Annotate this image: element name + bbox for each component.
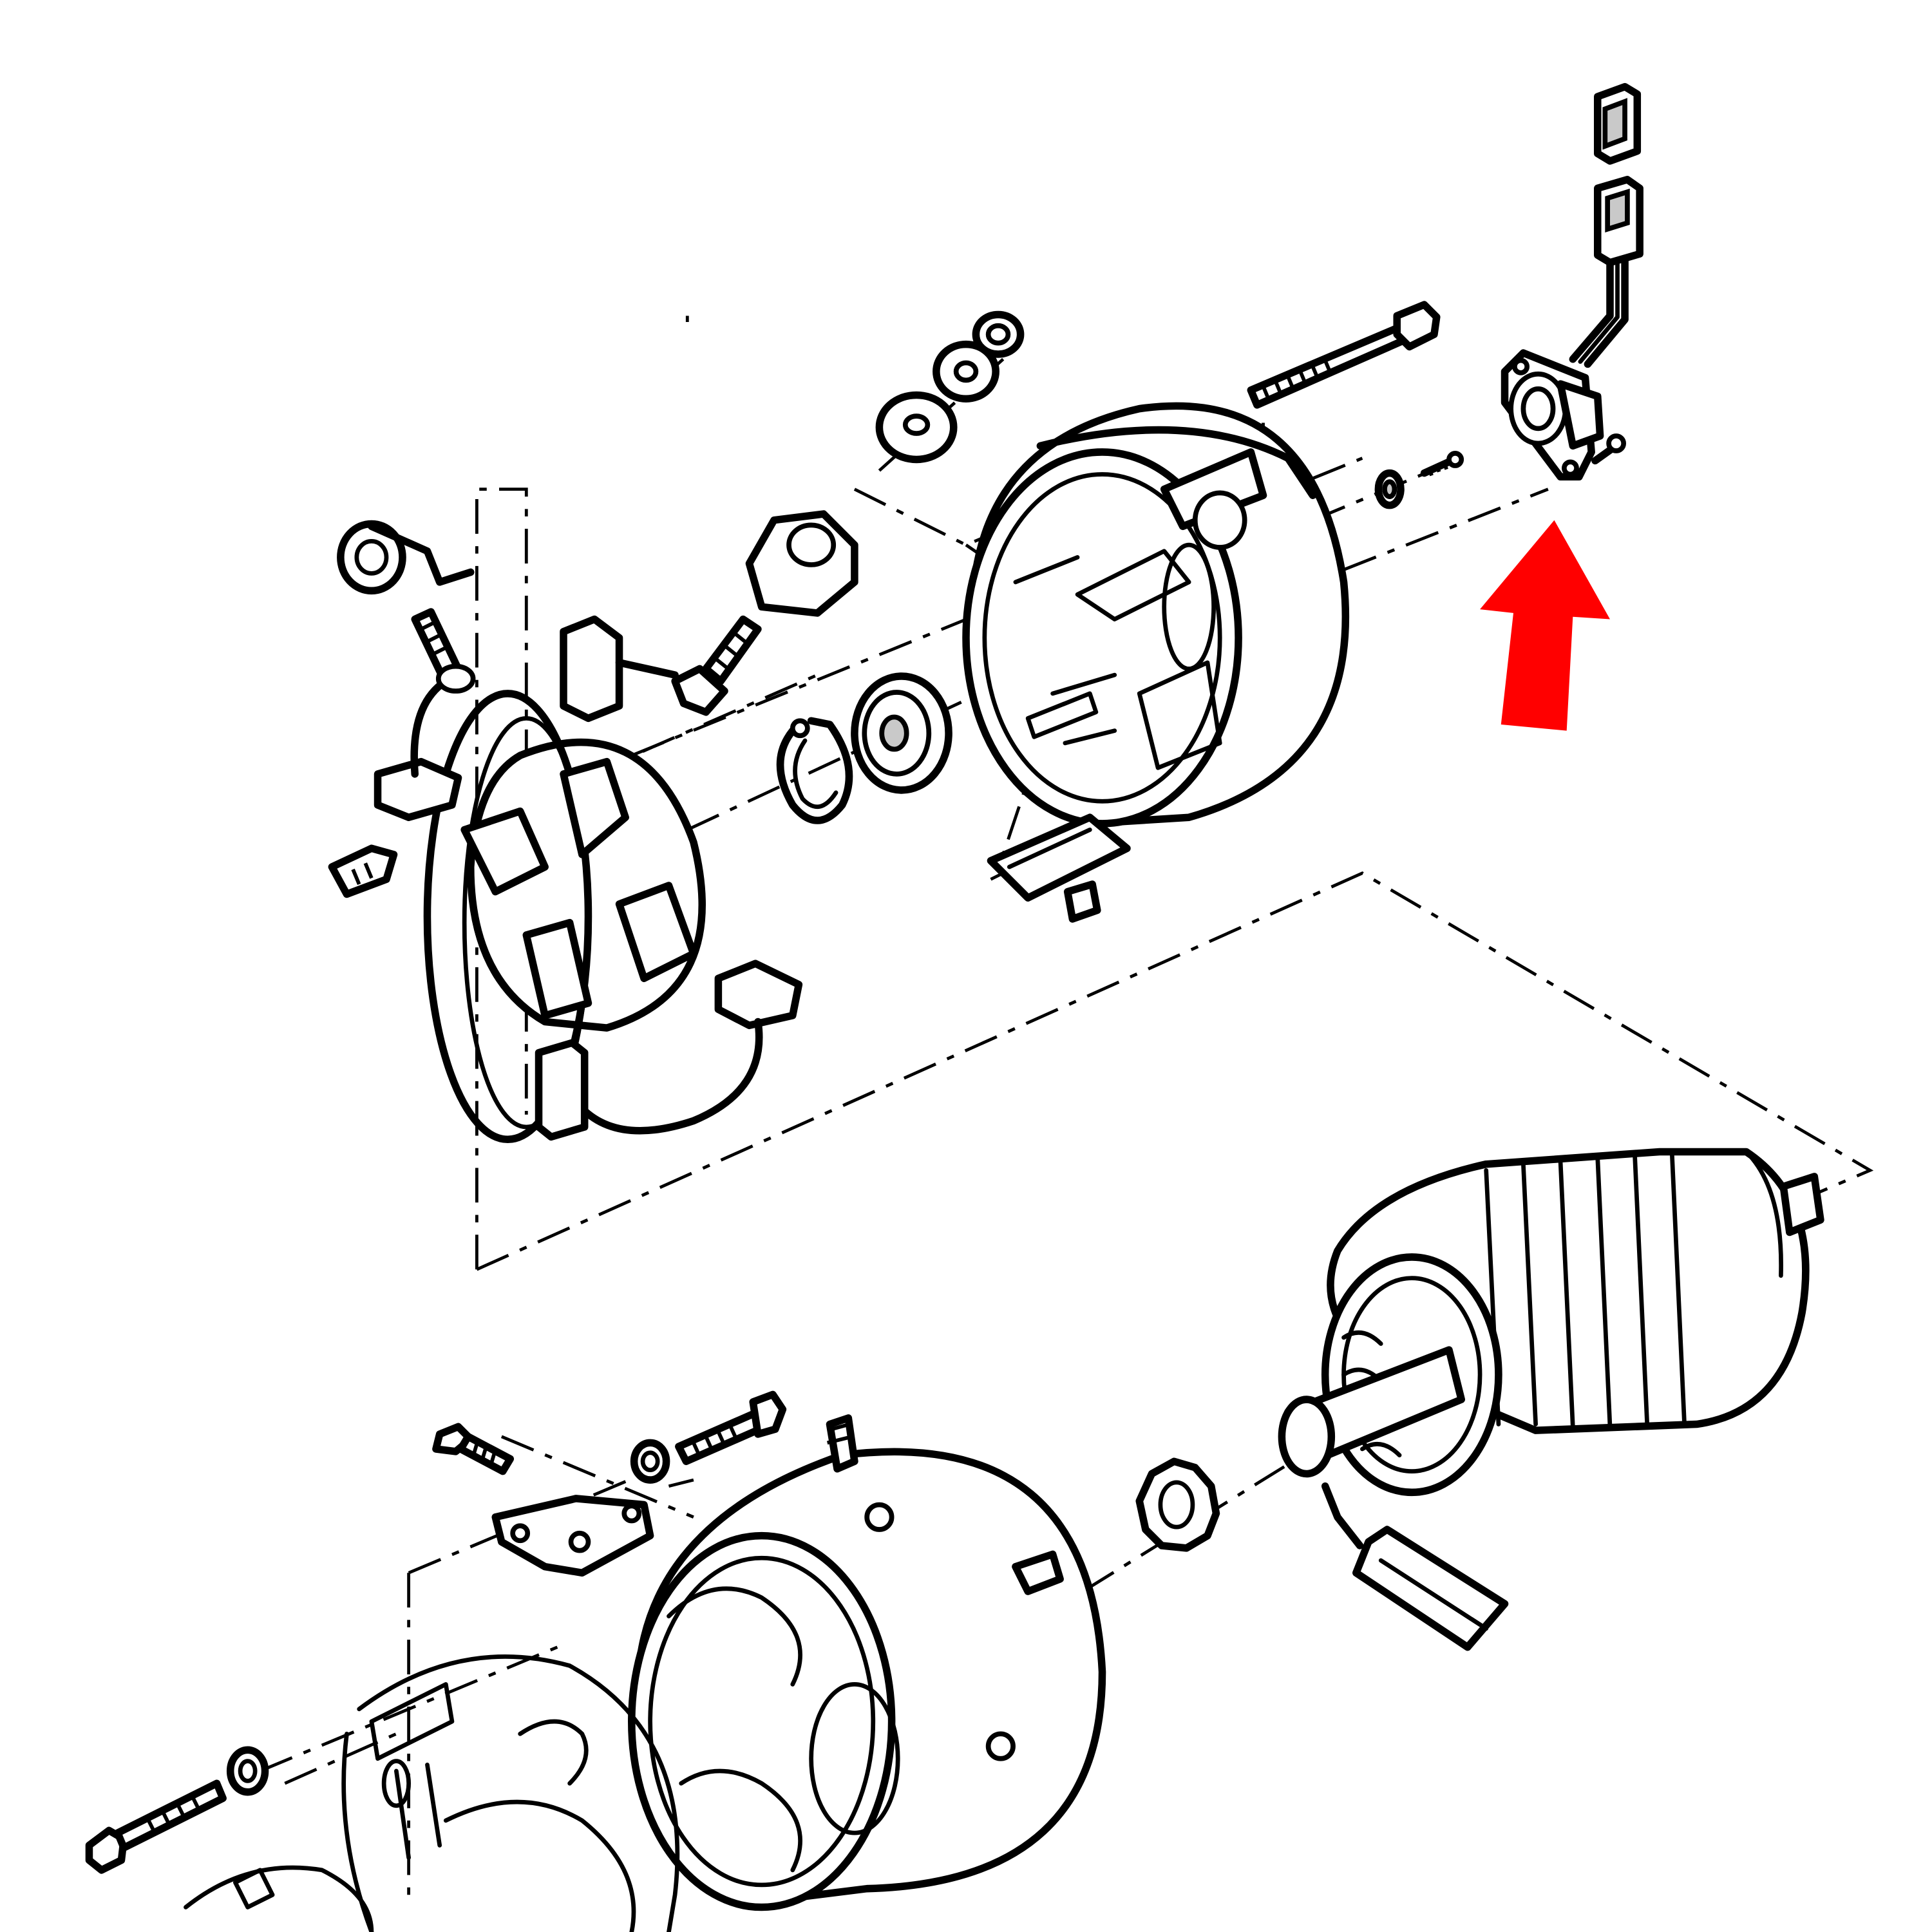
terminal-nut [972,310,1025,358]
sensor-magnet [1374,469,1405,509]
terminal-washer [933,340,999,402]
drive-end-housing [184,1654,680,1932]
housing-bolt [85,1779,227,1874]
terminal-insulator [875,391,958,464]
thread-locker-tube [1321,1482,1509,1651]
bearing [851,672,952,794]
end-cap-housing [962,402,1350,828]
brush-spring [337,520,475,595]
bracket-bolt [432,1390,787,1475]
retaining-ring [776,717,853,824]
magnet-screw [1420,451,1464,477]
brush-screw [328,608,1101,923]
arrow-up-icon [1480,520,1610,731]
field-housing [627,1414,1106,1911]
brush-plate-assembly [374,615,803,1143]
terminal-stud [671,510,858,716]
bolt-washer [226,1439,670,1796]
drive-gear [1135,1457,1220,1552]
sensor-mounting-screw [1591,433,1626,465]
insulator-bracket [987,813,1131,902]
armature [1278,1148,1824,1497]
through-bolt [1247,301,1441,409]
speed-sensor-assembly [1501,349,1604,481]
speed-sensor-connector [1569,82,1643,368]
mount-bracket [491,1495,654,1577]
